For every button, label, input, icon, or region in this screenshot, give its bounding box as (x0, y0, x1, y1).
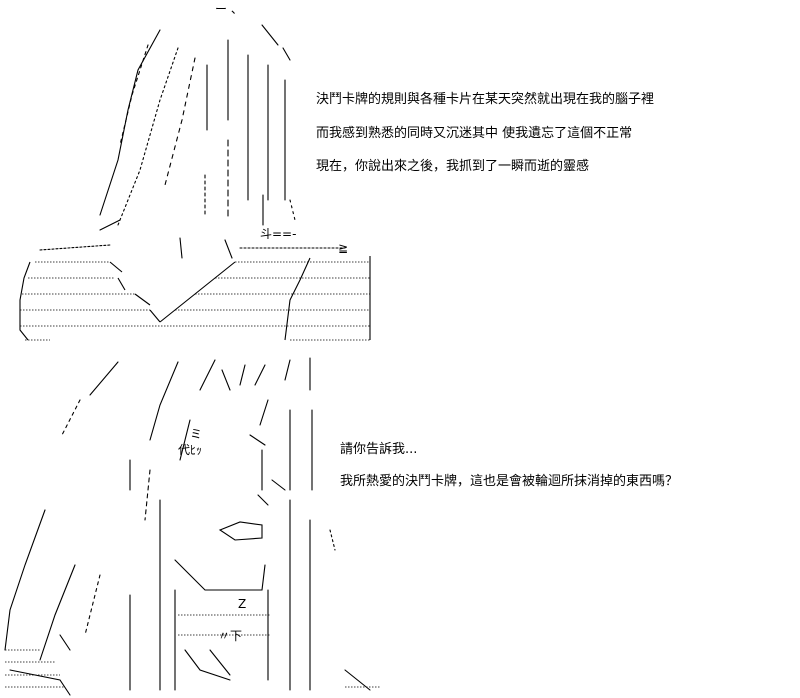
dialogue-line: 現在，你說出來之後，我抓到了一瞬而逝的靈感 (316, 159, 590, 174)
ascii-art-top: ー 、 斗==- ≧ (19, 2, 371, 341)
ascii-art-bottom: ミ 代ﾋｯ Z 〃下 (4, 357, 380, 696)
art-fragment: ミ (190, 427, 202, 441)
dialogue-line: 而我感到熟悉的同時又沉迷其中 使我遺忘了這個不正常 (316, 126, 633, 141)
art-fragment: ≧ (338, 241, 348, 255)
art-fragment: 代ﾋｯ (178, 443, 202, 457)
top-panel: ー 、 斗==- ≧ 決鬥卡牌的規則與各種卡片在某天突然就出現在我的腦子裡 而我… (19, 2, 655, 341)
art-fragment: 斗==- (260, 227, 296, 241)
dialogue-line: 決鬥卡牌的規則與各種卡片在某天突然就出現在我的腦子裡 (316, 92, 655, 107)
dialogue-line: 我所熱愛的決鬥卡牌，這也是會被輪迴所抹消掉的東西嗎？ (340, 474, 679, 489)
bottom-panel: ミ 代ﾋｯ Z 〃下 請你告訴我... 我所熱愛的決鬥卡牌，這也是會被輪迴所抹消… (0, 350, 800, 698)
dialogue-line: 請你告訴我... (340, 442, 418, 457)
art-fragment: Z (238, 597, 246, 611)
art-fragment: ー 、 (215, 2, 243, 16)
art-fragment: 〃下 (218, 629, 242, 643)
